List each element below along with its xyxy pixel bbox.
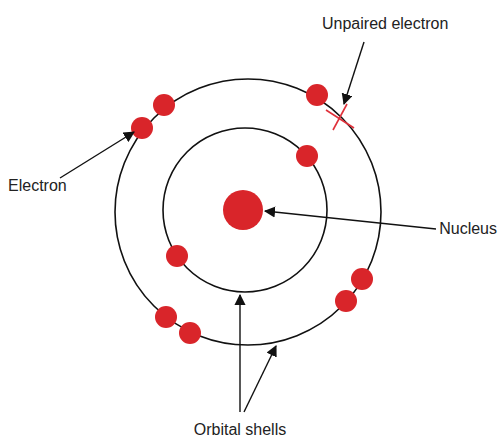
callout-label: Electron [8,176,67,195]
inner-shell [163,128,327,292]
electrons [131,84,373,344]
nucleus [223,190,263,230]
cross-mark [326,104,354,130]
callout-label: Orbital shells [194,420,286,439]
callout-label: Unpaired electron [322,14,448,33]
callout-label: Nucleus [439,219,497,238]
leader-lines [60,42,436,412]
outer-shell [115,79,381,345]
